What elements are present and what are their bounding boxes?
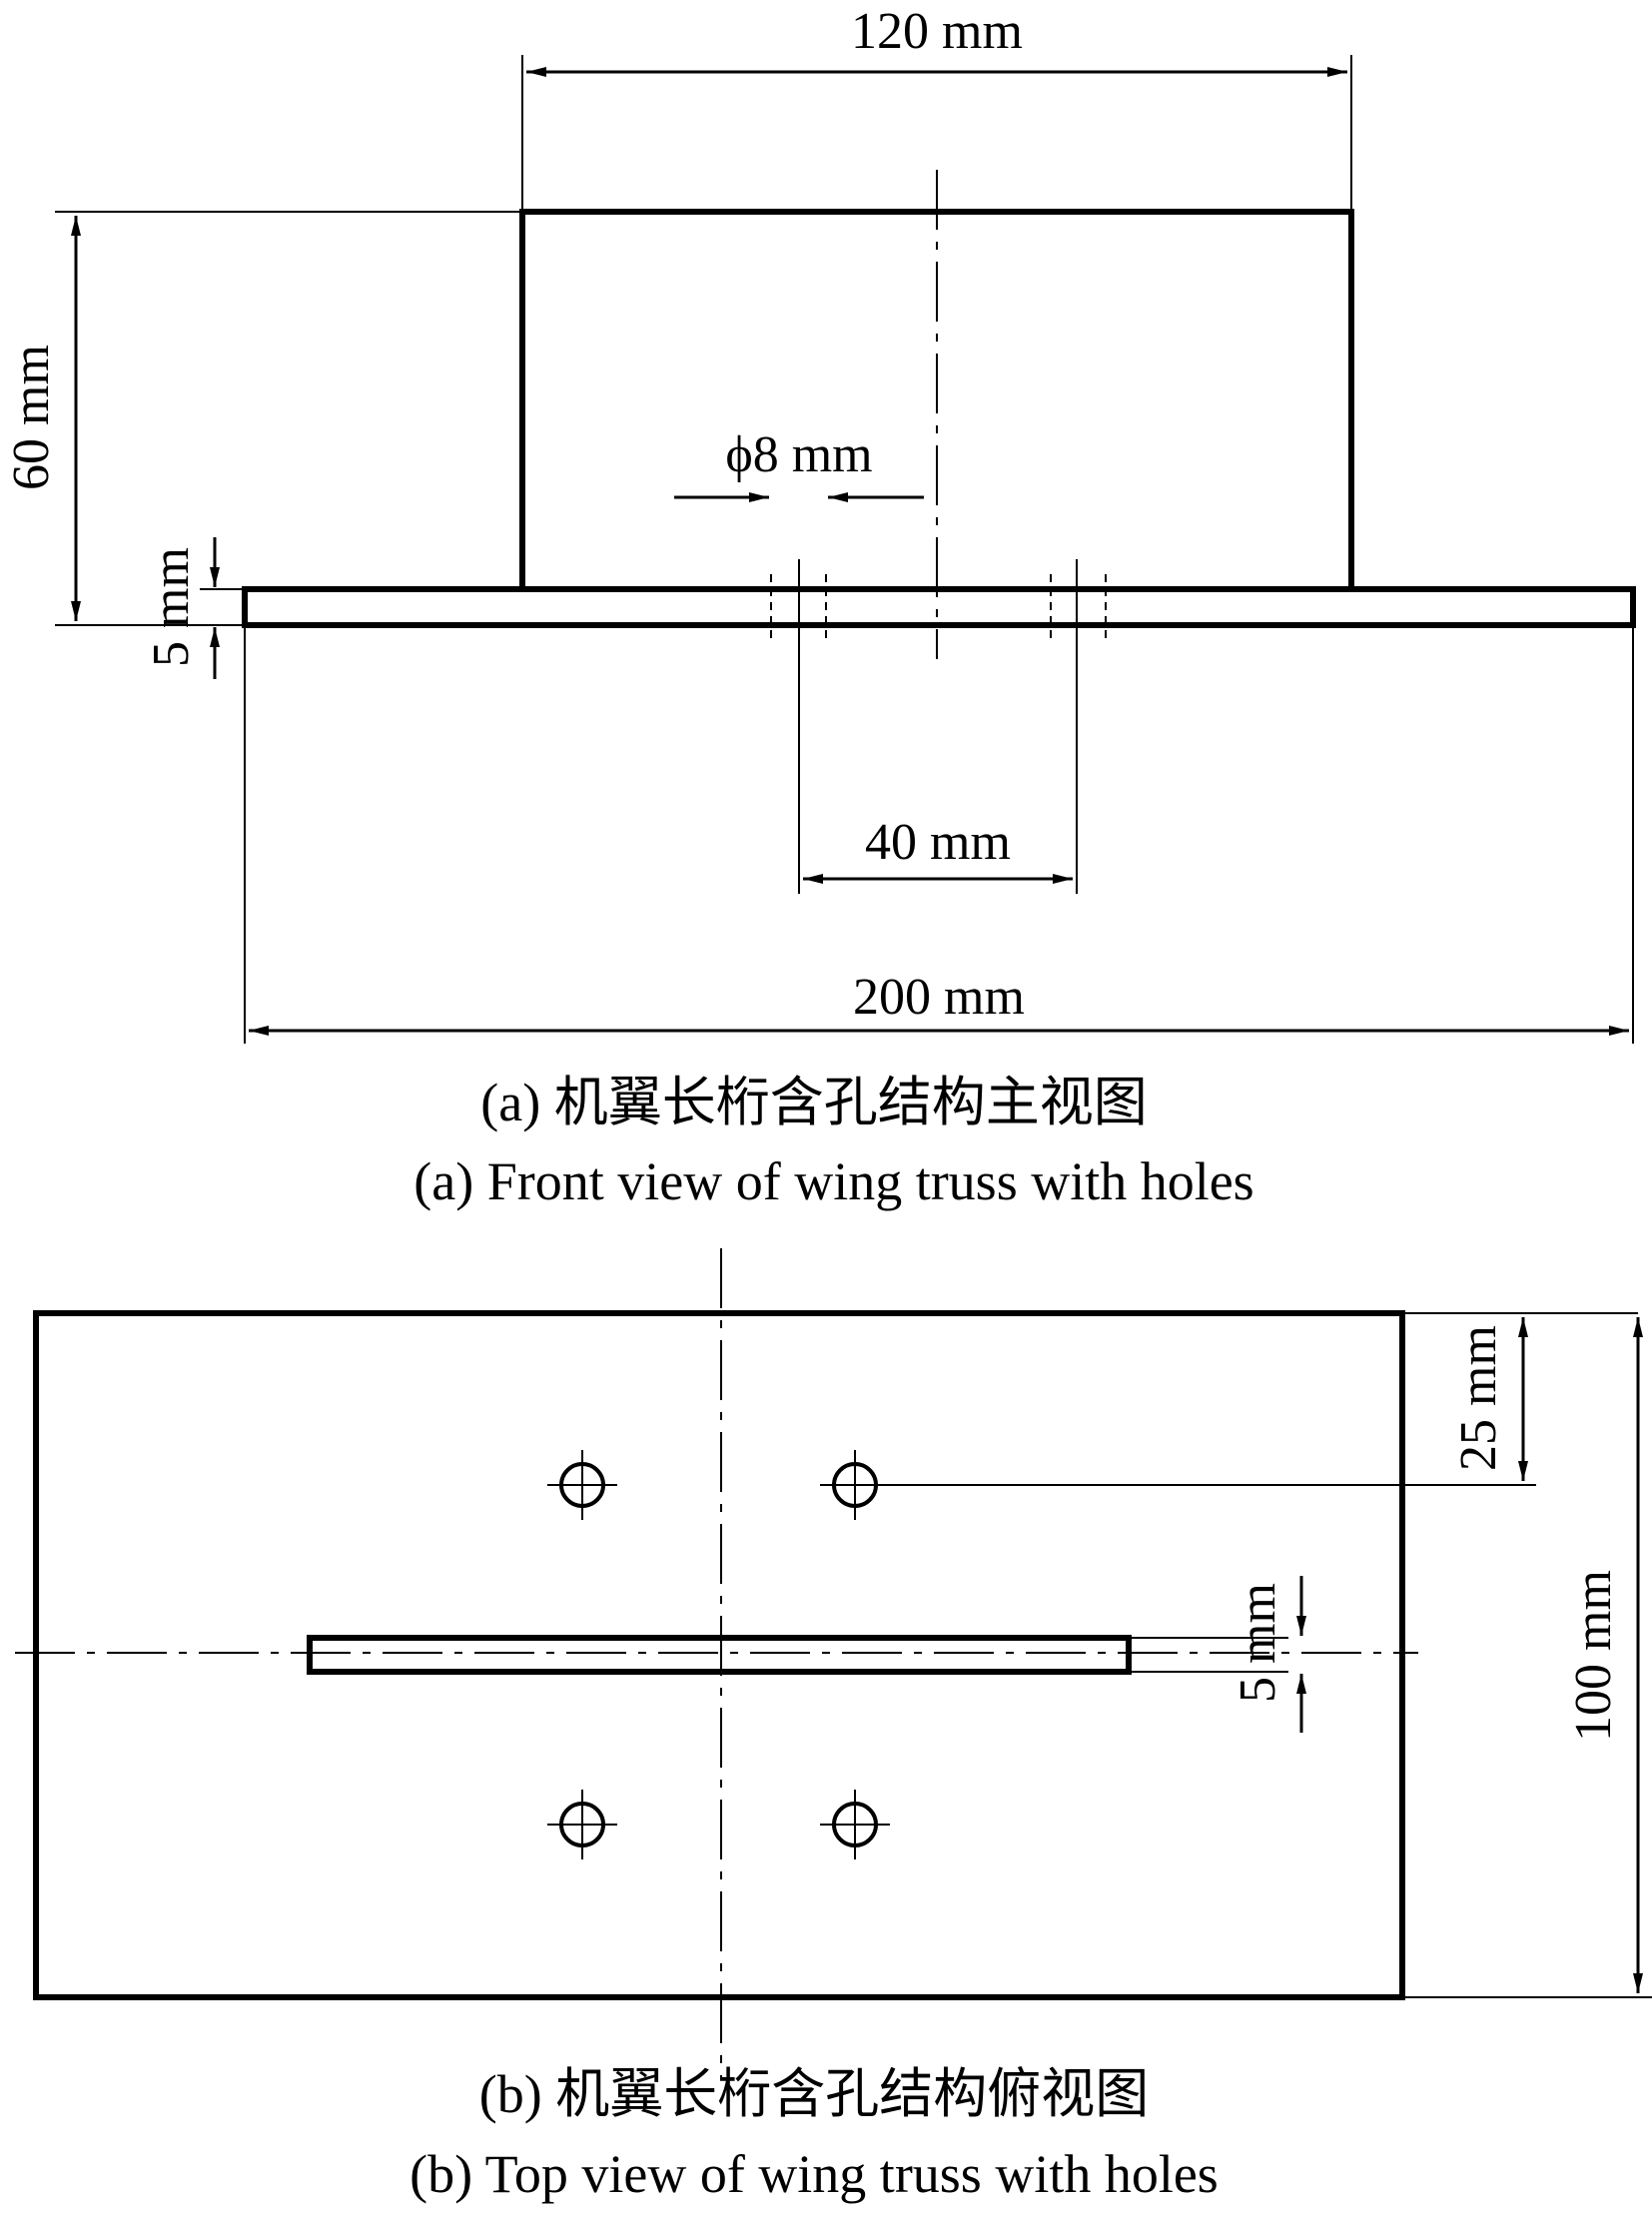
dim-label-thickness: 5 mm — [1230, 1583, 1286, 1703]
dim-label-edge-to-hole: 25 mm — [1450, 1325, 1507, 1471]
caption-top-cn: (b) 机翼长桁含孔结构俯视图 — [479, 2064, 1149, 2124]
dim-label-top-width: 120 mm — [851, 3, 1023, 60]
hole-top-left — [547, 1450, 617, 1520]
dim-label-overall-height: 100 mm — [1565, 1570, 1622, 1742]
dim-label-hole-diameter: ϕ8 mm — [725, 426, 872, 483]
front-flange-outline — [242, 586, 1636, 628]
dim-label-height: 60 mm — [3, 345, 60, 490]
caption-front-cn: (a) 机翼长桁含孔结构主视图 — [480, 1073, 1147, 1132]
top-plate-outline — [33, 1310, 1405, 2000]
hole-bottom-left — [547, 1790, 617, 1859]
front-view: 120 mm 60 mm 5 mm ϕ8 mm 40 mm 200 mm (a)… — [3, 3, 1636, 1211]
top-view: 25 mm 5 mm 100 mm (b) 机翼长桁含孔结构俯视图 (b) To… — [15, 1248, 1652, 2204]
dim-label-hole-spacing: 40 mm — [865, 814, 1011, 871]
dim-label-base-width: 200 mm — [853, 969, 1025, 1026]
caption-top-en: (b) Top view of wing truss with holes — [410, 2144, 1219, 2204]
dim-label-thickness: 5 mm — [143, 547, 200, 667]
caption-front-en: (a) Front view of wing truss with holes — [413, 1151, 1253, 1211]
hole-bottom-right — [820, 1790, 890, 1859]
top-web-outline — [307, 1635, 1132, 1675]
